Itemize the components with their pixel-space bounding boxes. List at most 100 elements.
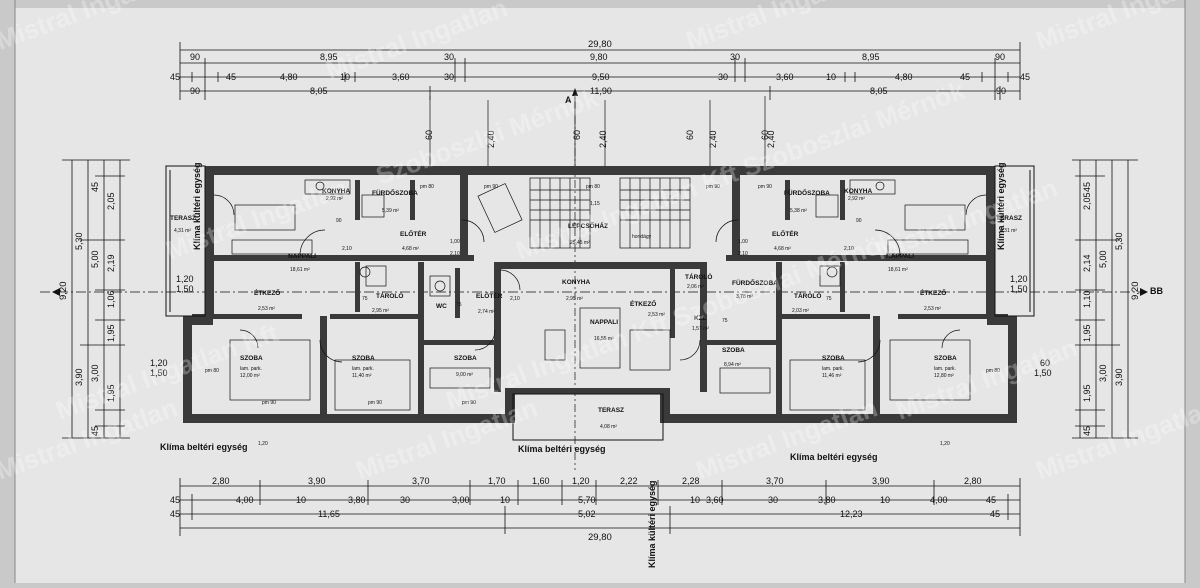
terrace-blocks <box>165 165 1035 441</box>
room-area: 2,53 m² <box>258 306 275 312</box>
right-dimension-chains <box>1072 159 1138 439</box>
right-dimension-texts: 45 2,05 5,30 5,00 2,14 1,10 1,95 3,90 3,… <box>1010 182 1163 436</box>
room-area: 8,94 m² <box>724 362 741 368</box>
door-mark: pm 80 <box>586 184 600 190</box>
dim-text: 2,19 <box>106 254 116 272</box>
dim-text: 4,80 <box>280 72 298 82</box>
dim-text: 1,20 <box>150 358 168 368</box>
door-height: 75 <box>362 296 368 302</box>
door-marks: pm 80 pm 90 pm 80 pm 90 pm 90 pm 80 pm 9… <box>205 184 1000 447</box>
left-dimension-chains <box>62 159 130 439</box>
dim-text: 45 <box>226 72 236 82</box>
staircase <box>477 177 691 249</box>
dim-text: 5,30 <box>1114 232 1124 250</box>
room-label: SZOBA <box>240 355 263 362</box>
room-label: SZOBA <box>934 355 957 362</box>
room-area: 11,40 m² <box>352 373 372 379</box>
room-label: TERASZ <box>996 215 1022 222</box>
dim-text: 3,70 <box>412 476 430 486</box>
dim-text: 1,60 <box>532 476 550 486</box>
door-mark: pm 90 <box>462 400 476 406</box>
dim-text: 4,00 <box>930 495 948 505</box>
room-label: TERASZ <box>170 215 196 222</box>
dim-text: 30 <box>718 72 728 82</box>
klima-outdoor-left: Klíma kültéri egység <box>192 162 202 250</box>
dim-text: 3,90 <box>74 368 84 386</box>
room-area: 2,92 m² <box>848 196 865 202</box>
room-label: KONYHA <box>844 188 872 195</box>
dim-text: 2,40 <box>708 130 718 148</box>
door-height: 2,10 <box>738 251 748 257</box>
room-label: TERASZ <box>598 407 624 414</box>
room-label: ELŐTÉR <box>772 229 799 238</box>
room-area: 4,68 m² <box>402 246 419 252</box>
room-label: SZOBA <box>454 355 477 362</box>
klima-indoor-right: Klíma beltéri egység <box>790 452 878 462</box>
room-label: TÁROLÓ <box>685 272 712 281</box>
dim-text: 1,50 <box>176 284 194 294</box>
dim-text: 11,90 <box>590 86 612 96</box>
bottom-overall-dim: 29,80 <box>588 532 612 543</box>
dim-text: 90 <box>190 86 200 96</box>
room-label: TÁROLÓ <box>794 291 821 300</box>
room-label: ÉTKEZŐ <box>254 288 280 297</box>
klima-outdoor-right: Klíma kültéri egység <box>996 162 1006 250</box>
room-area: 5,38 m² <box>790 208 807 214</box>
dim-text: 90 <box>996 86 1006 96</box>
door-height: 1,20 <box>258 441 268 447</box>
dim-text: 1,20 <box>1010 274 1028 284</box>
dim-text: 3,00 <box>90 364 100 382</box>
room-area: 2,03 m² <box>792 308 809 314</box>
room-area: 2,06 m² <box>687 284 704 290</box>
room-label: ELŐTÉR <box>400 229 427 238</box>
room-label: FÜRDŐSZOBA <box>732 278 778 287</box>
dim-text: 9,80 <box>590 52 608 62</box>
room-area: 4,08 m² <box>600 424 617 430</box>
dim-text: 30 <box>768 495 778 505</box>
bottom-dimension-texts: 2,80 3,90 3,70 1,70 1,60 1,20 2,22 2,28 … <box>170 476 1000 543</box>
dim-text: 30 <box>730 52 740 62</box>
klima-indoor-center: Klíma beltéri egység <box>518 444 606 454</box>
dim-text: 45 <box>990 509 1000 519</box>
right-overall-dim: 9,20 <box>1130 282 1141 301</box>
room-area: 2,92 m² <box>326 196 343 202</box>
dim-text: 45 <box>170 72 180 82</box>
room-area: 5,39 m² <box>382 208 399 214</box>
dim-text: 3,80 <box>818 495 836 505</box>
door-height: 90 <box>856 218 862 224</box>
dim-text: 30 <box>444 52 454 62</box>
dim-text: 10 <box>500 495 510 505</box>
door-height: 2,10 <box>450 251 460 257</box>
dim-text: 3,60 <box>776 72 794 82</box>
dim-text: 5,00 <box>1098 250 1108 268</box>
dim-text: 2,80 <box>964 476 982 486</box>
room-label: ÉTKEZŐ <box>630 299 656 308</box>
dim-text: 9,50 <box>592 72 610 82</box>
dim-text: 8,95 <box>862 52 880 62</box>
dim-text: 3,90 <box>1114 368 1124 386</box>
room-area: 18,61 m² <box>888 267 908 273</box>
room-label: NAPPALI <box>886 253 914 260</box>
door-height: 2,10 <box>510 296 520 302</box>
left-dimension-texts: 45 2,05 5,30 5,00 2,19 1,06 1,95 3,90 3,… <box>58 182 194 436</box>
dim-text: 1,50 <box>1010 284 1028 294</box>
room-area: 4,68 m² <box>774 246 791 252</box>
dim-text: 2,40 <box>486 130 496 148</box>
room-floor: lam. park. <box>240 366 262 372</box>
room-area: 4,31 m² <box>1000 228 1017 234</box>
room-area: 1,57 m² <box>692 326 709 332</box>
dim-text: 45 <box>960 72 970 82</box>
klima-labels: Klíma beltéri egység Klíma beltéri egysé… <box>160 162 1006 568</box>
room-area: 2,53 m² <box>648 312 665 318</box>
window-column-texts: 60 2,40 60 2,40 60 2,40 60 2,40 <box>424 130 776 148</box>
dim-text: 8,95 <box>320 52 338 62</box>
dim-text: 1,50 <box>1034 368 1052 378</box>
dim-text: 90 <box>995 52 1005 62</box>
room-label: NAPPALI <box>288 253 316 260</box>
dim-text: 60 <box>1040 358 1050 368</box>
door-height: 90 <box>336 218 342 224</box>
dim-text: 12,23 <box>840 509 863 519</box>
dim-text: 1,10 <box>1082 290 1092 308</box>
door-height: 2,10 <box>844 246 854 252</box>
